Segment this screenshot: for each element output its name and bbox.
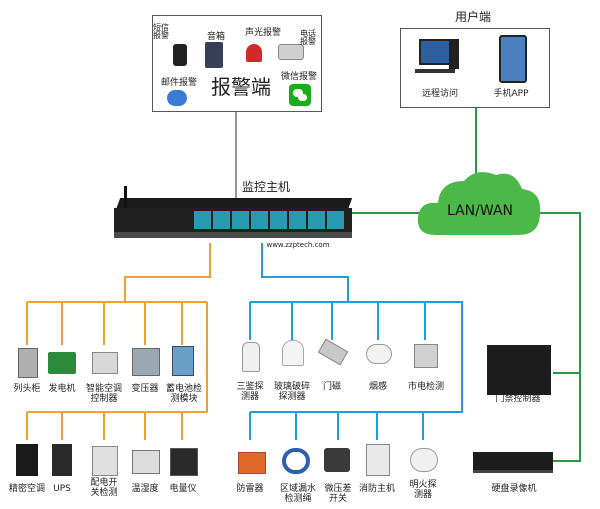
left-row2-label-1: UPS — [53, 484, 71, 494]
mid-row1-label-3: 烟感 — [368, 382, 387, 392]
thermo-hygrometer-icon — [132, 450, 160, 474]
differential-pressure-icon — [324, 448, 350, 472]
rj45-port-array — [194, 211, 344, 229]
ac-controller-icon — [92, 352, 118, 374]
mid-row2-label-0: 防雷器 — [236, 484, 264, 494]
nvr-device-icon — [473, 452, 553, 473]
generator-icon — [48, 352, 76, 374]
mid-row1-label-4: 市电检测 — [407, 382, 444, 392]
mains-detect-icon — [414, 344, 438, 368]
left-row2-label-2: 配电开 关检测 — [90, 478, 118, 498]
left-row1-label-3: 变压器 — [131, 384, 159, 394]
smartphone-icon — [173, 44, 187, 66]
sms-alarm-label: 短信报警 — [153, 23, 169, 40]
speaker-label: 音箱 — [206, 32, 225, 42]
left-row2-label-4: 电量仪 — [169, 484, 197, 494]
wechat-alarm-label: 微信报警 — [280, 72, 317, 82]
network-label: LAN/WAN — [446, 203, 513, 219]
siren-icon — [246, 44, 262, 62]
remote-access-label: 远程访问 — [421, 89, 458, 99]
mobile-app-icon — [499, 35, 527, 83]
phone-alarm-label: 电话报警 — [300, 29, 316, 46]
monitoring-host-device — [114, 186, 352, 232]
access-controller-label: 门禁控制器 — [495, 394, 541, 404]
cloud-icon — [417, 172, 541, 235]
antenna-icon — [124, 186, 127, 208]
leak-rope-icon — [282, 448, 310, 474]
left-row1-label-1: 发电机 — [48, 384, 76, 394]
mid-row1-label-2: 门磁 — [322, 382, 341, 392]
smoke-detector-icon — [366, 344, 392, 364]
host-bottom-panel — [114, 232, 352, 238]
tri-tech-detector-icon — [242, 342, 260, 372]
mid-row1-label-1: 玻璃破碎 探测器 — [273, 382, 310, 402]
user-terminal-box: 远程访问 手机APP — [400, 28, 550, 108]
mid-row2-label-1: 区域漏水 检测绳 — [279, 484, 316, 504]
host-title: 监控主机 — [241, 180, 290, 194]
left-row2-label-3: 温湿度 — [131, 484, 159, 494]
sound-light-alarm-label: 声光报警 — [244, 28, 281, 38]
email-alarm-label: 邮件报警 — [160, 78, 197, 88]
ups-icon — [52, 444, 72, 476]
mobile-app-label: 手机APP — [493, 89, 529, 99]
precision-ac-icon — [16, 444, 38, 476]
pc-tower-icon — [449, 39, 459, 69]
power-meter-icon — [170, 448, 198, 476]
alarm-terminal-box: 短信报警 音箱 声光报警 电话报警 邮件报警 报警端 微信报警 — [152, 15, 322, 112]
mid-row1-label-0: 三鉴探 测器 — [236, 382, 264, 402]
nvr-label: 硬盘录像机 — [491, 484, 537, 494]
alarm-terminal-title: 报警端 — [211, 75, 271, 99]
glass-break-detector-icon — [282, 340, 304, 366]
column-cabinet-icon — [18, 348, 38, 378]
email-sync-icon — [167, 90, 187, 106]
flame-detector-icon — [410, 448, 438, 472]
mid-row2-label-4: 明火探 测器 — [409, 480, 437, 500]
wechat-icon — [289, 84, 311, 106]
host-url: www.zzptech.com — [266, 241, 330, 249]
monitor-icon — [419, 39, 451, 65]
fire-host-icon — [366, 444, 390, 476]
telephone-icon — [278, 44, 304, 60]
switch-detect-icon — [92, 446, 118, 476]
left-row1-label-2: 智能空调 控制器 — [85, 384, 122, 404]
mid-row2-label-3: 消防主机 — [358, 484, 395, 494]
speaker-icon — [205, 42, 223, 68]
left-row1-label-4: 蓄电池检 测模块 — [165, 384, 202, 404]
left-row2-label-0: 精密空调 — [8, 484, 45, 494]
surge-protector-icon — [238, 452, 266, 474]
left-row1-label-0: 列头柜 — [13, 384, 41, 394]
transformer-icon — [132, 348, 160, 376]
battery-module-icon — [172, 346, 194, 376]
keyboard-icon — [415, 69, 455, 73]
access-controller-icon — [487, 345, 551, 395]
user-terminal-title: 用户端 — [454, 10, 491, 24]
mid-row2-label-2: 微压差 开关 — [324, 484, 352, 504]
